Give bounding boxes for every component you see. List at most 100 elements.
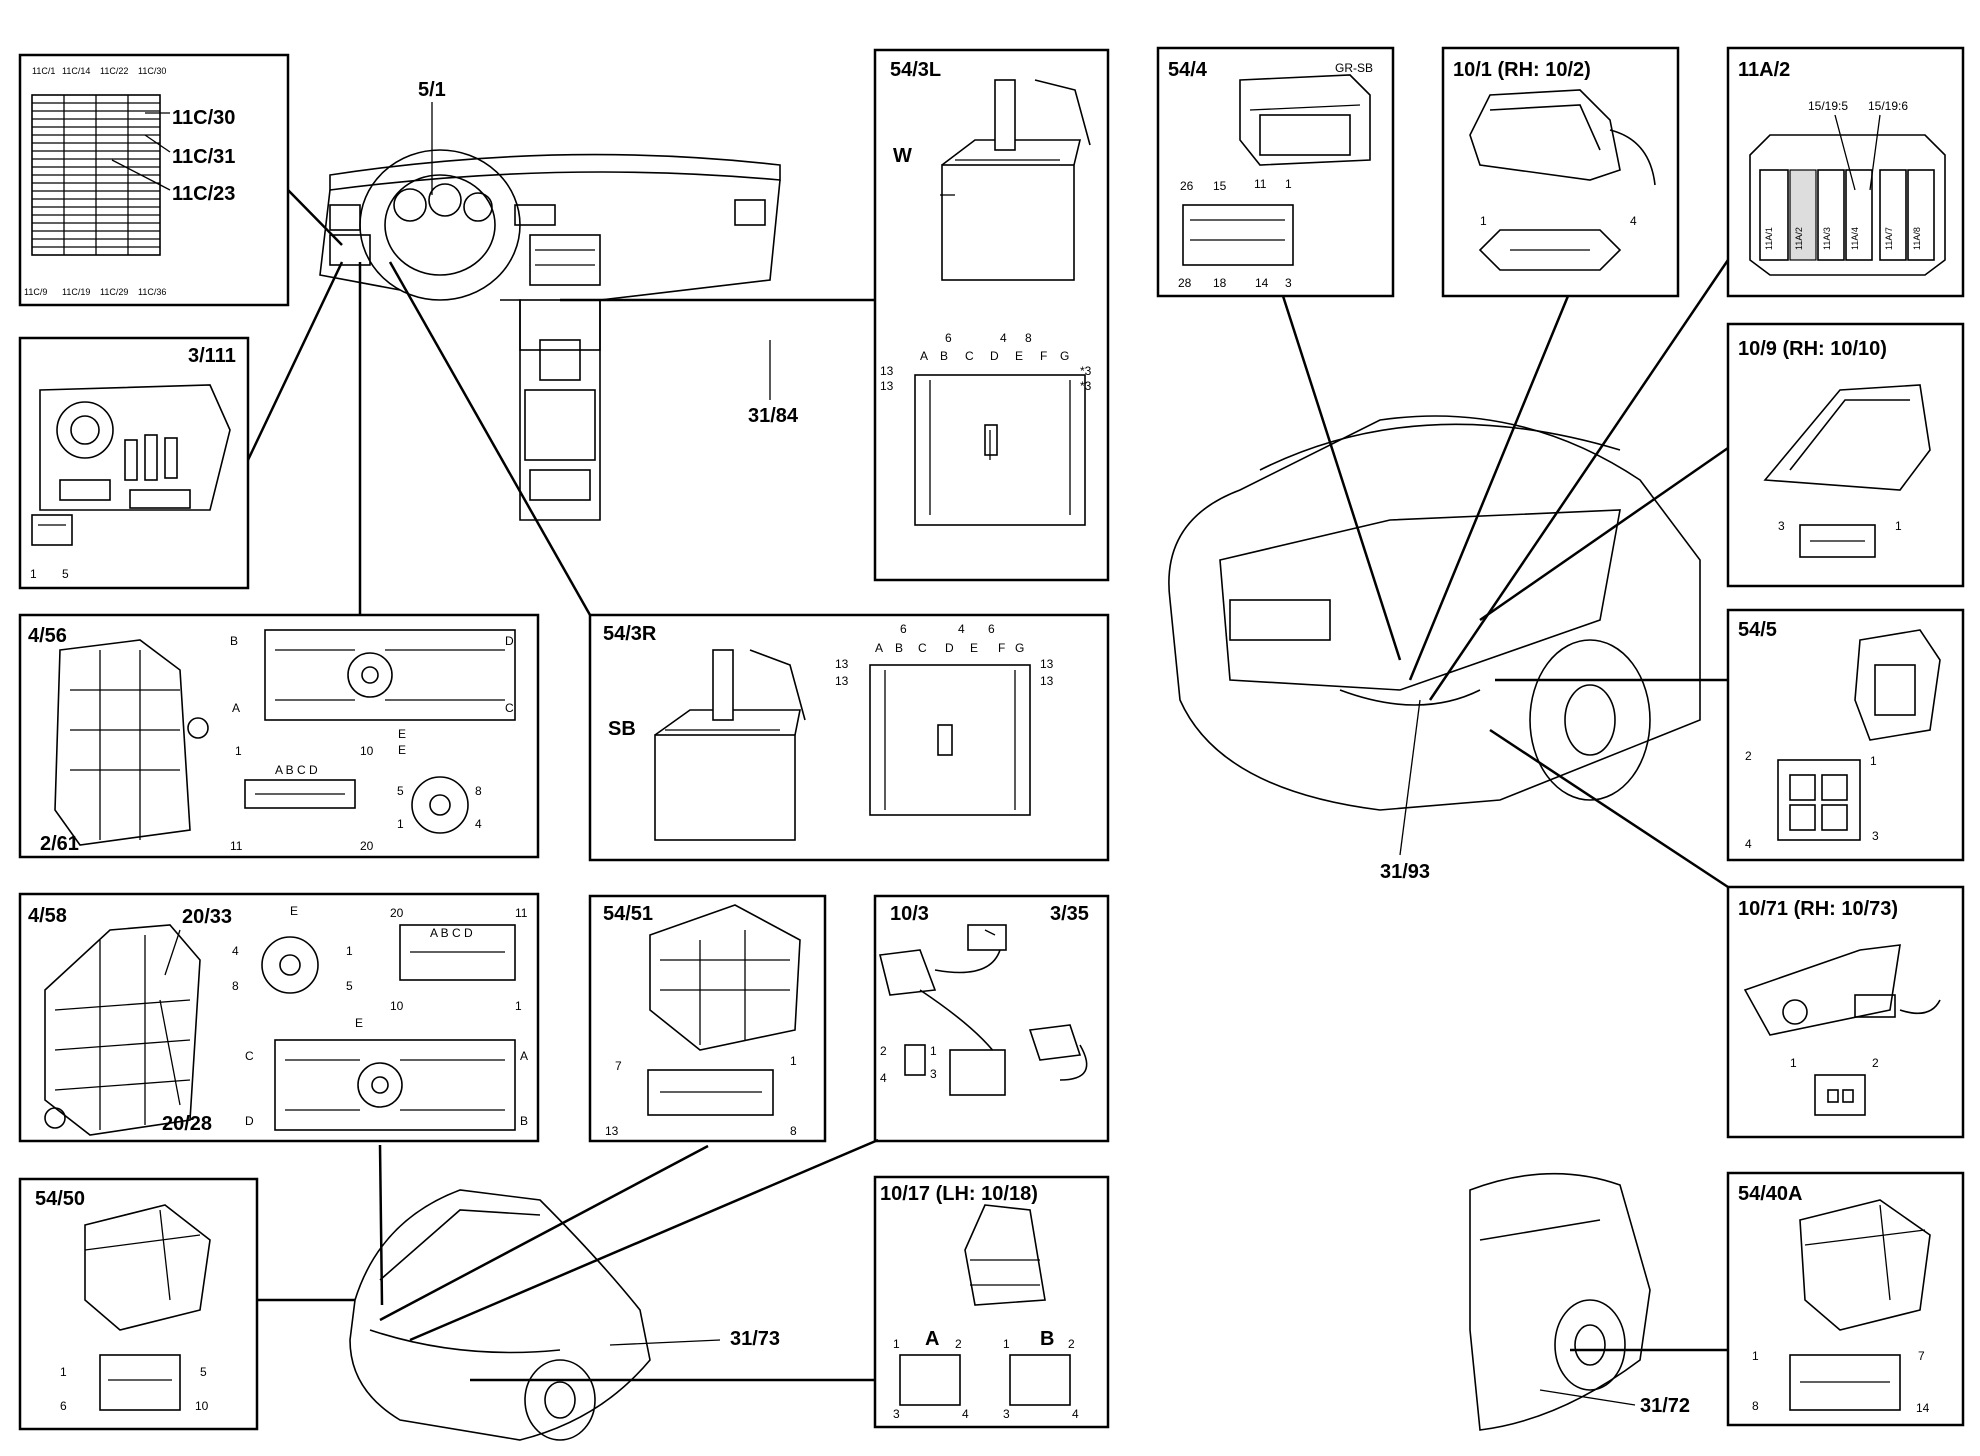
pin-1: 1 — [1285, 177, 1292, 191]
connector-54-3l: 54/3L W A B C D E F G 6 4 8 13 13 *3 *3 — [880, 59, 1092, 526]
pin-14: 14 — [1916, 1401, 1930, 1415]
pin-4: 4 — [880, 1071, 887, 1085]
e-letter: E — [398, 743, 406, 757]
label-11c-30: 11C/30 — [172, 107, 235, 129]
pin-11: 11 — [515, 906, 528, 920]
abcd: A B C D — [430, 926, 473, 940]
pin-10: 10 — [360, 744, 374, 758]
col-a: A — [875, 641, 883, 655]
pin-2: 2 — [1745, 749, 1752, 763]
pin-3: 3 — [1285, 276, 1292, 290]
pin-1: 1 — [1480, 214, 1487, 228]
pin-4: 4 — [962, 1407, 969, 1421]
grid-54-3l — [914, 374, 1086, 526]
label-4-56: 4/56 — [28, 625, 67, 647]
label-54-50: 54/50 — [35, 1188, 85, 1210]
fuse-box-11c: 11C/1 11C/14 11C/22 11C/30 11C/9 11C/19 … — [24, 66, 235, 297]
pin-4: 4 — [1745, 837, 1752, 851]
pin-1: 1 — [1003, 1337, 1010, 1351]
col-f: F — [1040, 349, 1047, 363]
label-11c-23: 11C/23 — [172, 183, 235, 205]
color-gr-sb: GR-SB — [1335, 61, 1373, 75]
pin-2: 2 — [955, 1337, 962, 1351]
pin-1: 1 — [1790, 1056, 1797, 1070]
col-d: D — [945, 641, 954, 655]
connector-54-3r: 54/3R SB A B C D E F G 6 4 6 13 13 13 13 — [603, 622, 1054, 841]
r13: 13 — [1040, 657, 1054, 671]
label-10-3: 10/3 — [890, 903, 929, 925]
connector-10-3: 10/3 3/35 2 1 4 3 — [879, 903, 1089, 1096]
pin-28: 28 — [1178, 276, 1192, 290]
slot-label: 11A/2 — [1794, 227, 1804, 250]
label-31-84: 31/84 — [748, 405, 799, 427]
fuse-label-bottom: 11C/29 — [100, 287, 128, 297]
connector-10-17: 10/17 (LH: 10/18) A B 1 2 3 4 1 2 3 4 — [880, 1183, 1079, 1421]
pin-3: 3 — [1003, 1407, 1010, 1421]
label-11a-2: 11A/2 — [1738, 59, 1790, 81]
label-54-51: 54/51 — [603, 903, 653, 925]
fuse-relay-box-4-56: 4/56 2/61 B D A C E A B C D 1 10 11 20 E… — [28, 625, 516, 855]
label-31-72: 31/72 — [1640, 1395, 1690, 1417]
letter-a: A — [232, 701, 240, 715]
col-e: E — [970, 641, 978, 655]
l13: 13 — [835, 657, 849, 671]
fuse-relay-box-4-58: 4/58 20/33 20/28 E 4 1 8 5 20 11 10 1 A … — [28, 904, 528, 1136]
color-sb: SB — [608, 718, 636, 740]
engine-bay-illustration: 31/93 — [1168, 415, 1701, 883]
col-b: B — [895, 641, 903, 655]
pin-1: 1 — [235, 744, 242, 758]
slot-label: 11A/4 — [1850, 227, 1860, 250]
pin-3: 3 — [1872, 829, 1879, 843]
label-54-3l: 54/3L — [890, 59, 941, 81]
label-54-3r: 54/3R — [603, 623, 657, 645]
letter-e: E — [398, 727, 406, 741]
r13: 13 — [880, 364, 894, 378]
pin-1: 1 — [893, 1337, 900, 1351]
label-54-4: 54/4 — [1168, 59, 1208, 81]
pin-8: 8 — [790, 1124, 797, 1138]
connector-10-71: 10/71 (RH: 10/73) 1 2 — [1738, 898, 1941, 1116]
n6: 6 — [900, 622, 907, 636]
pin-8: 8 — [232, 979, 239, 993]
label-20-33: 20/33 — [182, 906, 232, 928]
label-11c-31: 11C/31 — [172, 146, 235, 168]
fuse-label-bottom: 11C/19 — [62, 287, 90, 297]
connector-54-4: 54/4 GR-SB 26 15 11 1 28 18 14 3 — [1168, 59, 1373, 290]
pin-10: 10 — [195, 1399, 209, 1413]
pin-11: 11 — [1254, 177, 1267, 191]
pin-14: 14 — [1255, 276, 1269, 290]
label-54-5: 54/5 — [1738, 619, 1777, 641]
fuse-rows — [32, 95, 160, 255]
fuse-label-bottom: 11C/9 — [24, 287, 47, 297]
pin-3: 3 — [893, 1407, 900, 1421]
color-w: W — [893, 145, 912, 167]
fuse-label-top: 11C/14 — [62, 66, 90, 76]
label-10-1: 10/1 (RH: 10/2) — [1453, 59, 1591, 81]
ref-15-19-6: 15/19:6 — [1868, 99, 1908, 113]
pin-1: 1 — [790, 1054, 797, 1068]
letter-c: C — [245, 1049, 254, 1063]
slot-label: 11A/7 — [1884, 227, 1894, 250]
connector-54-5: 54/5 2 1 4 3 — [1738, 619, 1941, 851]
s3: *3 — [1080, 379, 1092, 393]
pin-8: 8 — [1752, 1399, 1759, 1413]
connector-54-40a: 54/40A 1 7 8 14 — [1738, 1183, 1931, 1415]
e-letter: E — [290, 904, 298, 918]
pin-20: 20 — [390, 906, 404, 920]
pin-1: 1 — [1870, 754, 1877, 768]
pin-1: 1 — [1895, 519, 1902, 533]
label-20-28: 20/28 — [162, 1113, 212, 1135]
e4: 4 — [475, 817, 482, 831]
pin-1: 1 — [60, 1365, 67, 1379]
letter-b: B — [520, 1114, 528, 1128]
slot-label: 11A/3 — [1822, 227, 1832, 250]
col-d: D — [990, 349, 999, 363]
pin-20: 20 — [360, 839, 374, 853]
col-c: C — [918, 641, 927, 655]
pin-1: 1 — [930, 1044, 937, 1058]
pin-5: 5 — [62, 567, 69, 581]
r13: 13 — [880, 379, 894, 393]
letter-e: E — [355, 1016, 363, 1030]
col-a: A — [920, 349, 928, 363]
